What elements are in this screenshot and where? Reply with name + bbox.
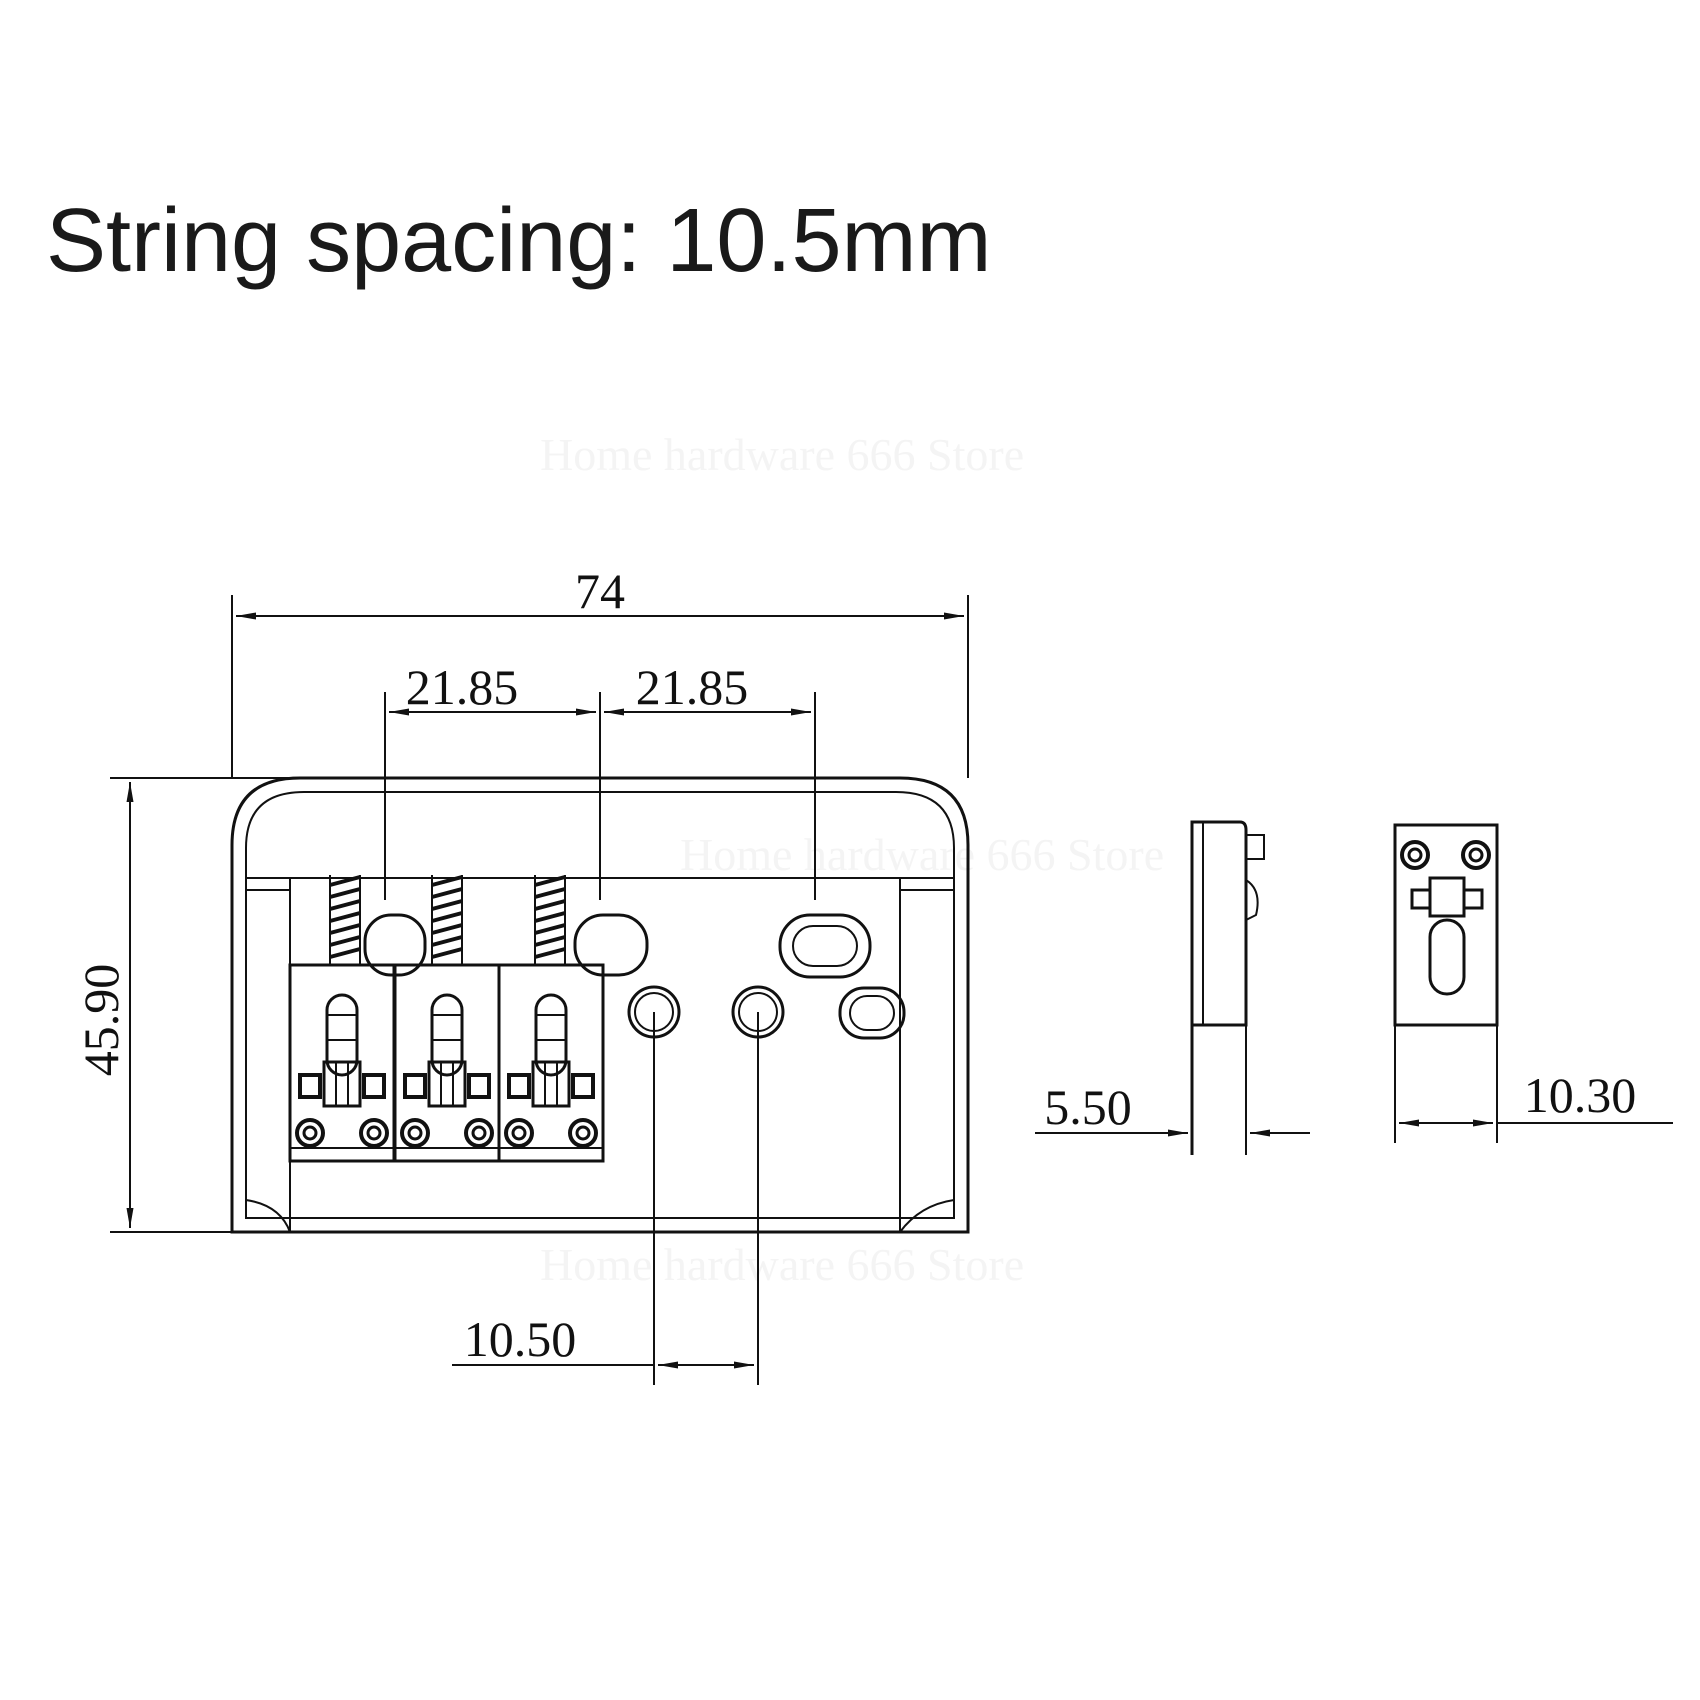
- watermark-middle: Home hardware 666 Store: [680, 829, 1164, 880]
- dimension-height: 45.90: [73, 777, 300, 1233]
- watermark-bottom: Home hardware 666 Store: [540, 1239, 1024, 1290]
- spring-slot-3: [778, 913, 872, 979]
- bridge-side-view: [1190, 820, 1265, 1155]
- saddle-3: [497, 963, 605, 1163]
- page-title: String spacing: 10.5mm: [46, 191, 992, 291]
- dimension-side-thickness: 5.50: [1035, 1079, 1310, 1137]
- dimension-end-width: 10.30: [1399, 1067, 1673, 1127]
- watermark-top: Home hardware 666 Store: [540, 429, 1024, 480]
- spring-2: [431, 875, 463, 965]
- spring-slot-2: [573, 913, 649, 977]
- dimension-hole-spacing: 10.50: [452, 1012, 759, 1385]
- dim-height: 45.90: [73, 964, 129, 1077]
- dim-end-width: 10.30: [1524, 1067, 1637, 1123]
- dimension-overall-width: 74: [231, 563, 969, 778]
- dim-side-thickness: 5.50: [1044, 1079, 1132, 1135]
- saddle-2: [393, 963, 501, 1163]
- saddle-1: [288, 963, 396, 1163]
- dim-saddle-spacing-right: 21.85: [636, 659, 749, 715]
- spring-1: [329, 875, 361, 965]
- bridge-front-view: [230, 776, 970, 1234]
- dim-overall-width: 74: [575, 563, 625, 619]
- spring-3: [534, 875, 566, 965]
- mount-slot: [838, 986, 906, 1040]
- dim-saddle-spacing-left: 21.85: [406, 659, 519, 715]
- dimension-saddle-spacing: 21.85 21.85: [384, 659, 816, 900]
- bridge-end-view: [1393, 823, 1499, 1143]
- dim-hole-spacing: 10.50: [464, 1311, 577, 1367]
